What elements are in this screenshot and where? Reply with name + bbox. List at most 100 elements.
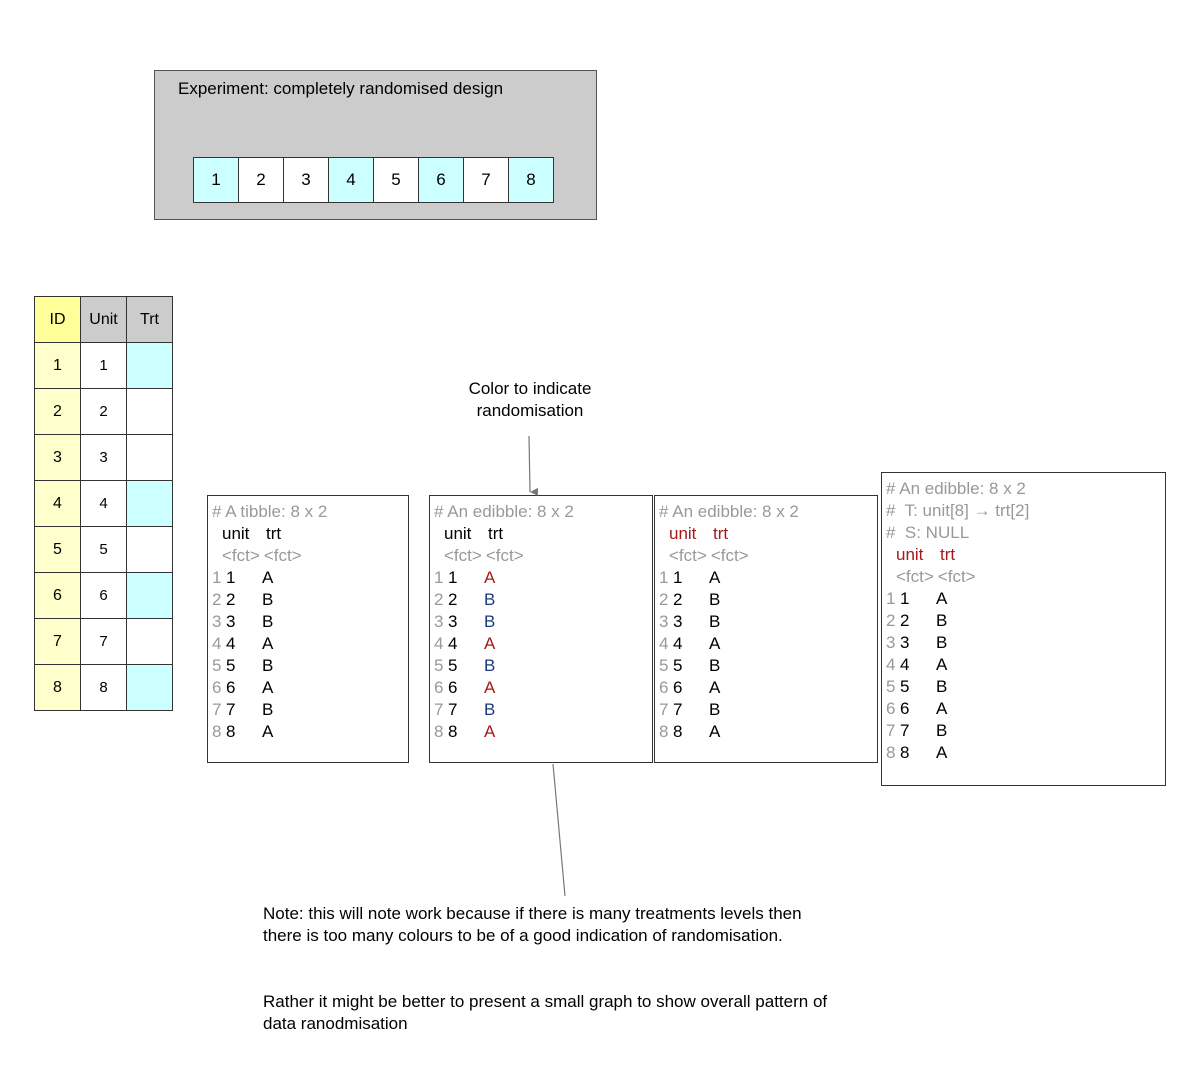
row-number: 1	[434, 568, 444, 587]
unit-value: 5	[448, 656, 458, 675]
trt-value: B	[709, 700, 721, 719]
trt-value: B	[262, 656, 274, 675]
cell-id: 4	[34, 480, 81, 527]
trt-value: A	[709, 722, 721, 741]
unit-value: 3	[448, 612, 458, 631]
row-number: 1	[212, 568, 222, 587]
experiment-title: Experiment: completely randomised design	[178, 79, 504, 98]
plot-cell: 2	[238, 157, 284, 203]
unit-value: 8	[226, 722, 236, 741]
unit-value: 6	[900, 699, 910, 718]
color-note-arrow	[528, 435, 539, 496]
row-number: 1	[659, 568, 669, 587]
cell-id: 6	[34, 572, 81, 619]
note-block-1: Note: this will note work because if the…	[263, 903, 903, 947]
unit-value: 5	[673, 656, 683, 675]
panel-header-line: # An edibble: 8 x 2	[886, 479, 1026, 498]
col-type: <fct>	[896, 567, 934, 586]
cell-trt	[126, 618, 173, 665]
row-number: 6	[212, 678, 222, 697]
unit-value: 1	[673, 568, 683, 587]
plot-cell: 7	[463, 157, 509, 203]
plot-cell: 6	[418, 157, 464, 203]
trt-value: A	[709, 568, 721, 587]
trt-value: B	[936, 611, 948, 630]
row-number: 4	[212, 634, 222, 653]
note-connector-line	[552, 763, 566, 897]
plot-cell: 3	[283, 157, 329, 203]
row-number: 4	[434, 634, 444, 653]
row-number: 6	[659, 678, 669, 697]
colname-unit: unit	[222, 524, 250, 543]
unit-value: 7	[226, 700, 236, 719]
note-block-2: Rather it might be better to present a s…	[263, 991, 923, 1035]
unit-value: 4	[448, 634, 458, 653]
cell-id: 3	[34, 434, 81, 481]
trt-value: B	[484, 656, 496, 675]
row-number: 4	[886, 655, 896, 674]
panel-header-line: # An edibble: 8 x 2	[659, 502, 799, 521]
panel-header-line: # S: NULL	[886, 523, 970, 542]
row-number: 2	[886, 611, 896, 630]
cell-unit: 7	[80, 618, 127, 665]
cell-trt	[126, 434, 173, 481]
colname-unit: unit	[444, 524, 472, 543]
panel-types: <fct><fct>	[659, 545, 877, 567]
trt-value: B	[936, 633, 948, 652]
cell-trt	[126, 664, 173, 711]
cell-unit: 6	[80, 572, 127, 619]
trt-value: A	[709, 678, 721, 697]
cell-unit: 1	[80, 342, 127, 389]
row-number: 3	[659, 612, 669, 631]
row-number: 5	[886, 677, 896, 696]
unit-value: 1	[226, 568, 236, 587]
col-type: <fct>	[710, 546, 749, 565]
plot-cell: 8	[508, 157, 554, 203]
trt-value: B	[709, 612, 721, 631]
unit-value: 2	[448, 590, 458, 609]
trt-value: B	[484, 612, 496, 631]
unit-value: 4	[673, 634, 683, 653]
plot-cell: 4	[328, 157, 374, 203]
row-number: 1	[886, 589, 896, 608]
row-number: 7	[434, 700, 444, 719]
trt-value: B	[262, 590, 274, 609]
unit-value: 7	[448, 700, 458, 719]
colname-trt: trt	[713, 524, 729, 543]
trt-value: B	[936, 677, 948, 696]
color-note-line-2: randomisation	[476, 401, 584, 420]
colname-trt: trt	[940, 545, 956, 564]
plot-cell: 1	[193, 157, 239, 203]
panel-types: <fct><fct>	[212, 545, 408, 567]
row-number: 8	[434, 722, 444, 741]
trt-value: B	[262, 700, 274, 719]
panel-types: <fct><fct>	[886, 566, 1165, 588]
unit-value: 4	[900, 655, 910, 674]
row-number: 5	[212, 656, 222, 675]
header-id: ID	[34, 296, 81, 343]
